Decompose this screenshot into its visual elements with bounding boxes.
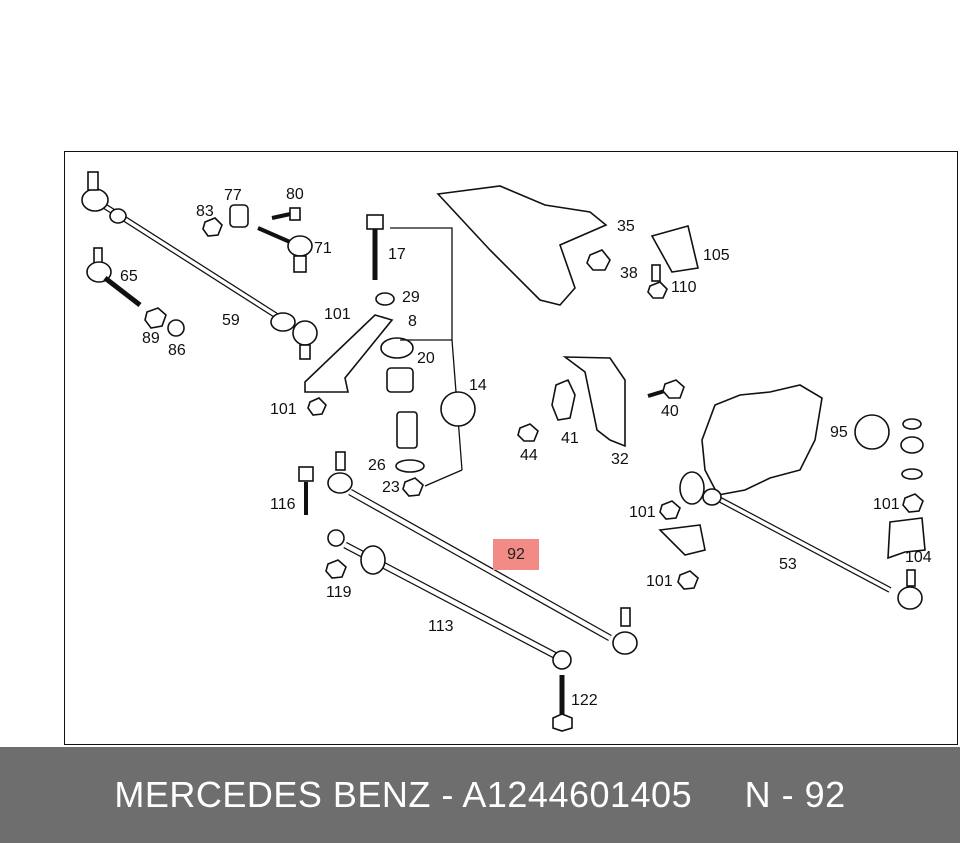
tie-rod-59 bbox=[81, 171, 296, 332]
center-rods bbox=[298, 451, 638, 732]
callout-14: 14 bbox=[469, 377, 487, 394]
callout-80: 80 bbox=[286, 186, 304, 203]
callout-65: 65 bbox=[120, 268, 138, 285]
callout-26: 26 bbox=[368, 457, 386, 474]
bracket-105 bbox=[647, 225, 699, 299]
callout-83: 83 bbox=[196, 203, 214, 220]
bracket-35 bbox=[436, 185, 611, 306]
callout-101-bottom: 101 bbox=[646, 573, 673, 590]
highlighted-part-label: 92 bbox=[507, 545, 525, 563]
callout-38: 38 bbox=[620, 265, 638, 282]
callout-35: 35 bbox=[617, 218, 635, 235]
callout-89: 89 bbox=[142, 330, 160, 347]
callout-53: 53 bbox=[779, 556, 797, 573]
callout-17: 17 bbox=[388, 246, 406, 263]
small-fasteners bbox=[144, 204, 301, 337]
callout-113: 113 bbox=[428, 618, 454, 635]
callout-95: 95 bbox=[830, 424, 848, 441]
callout-101-right: 101 bbox=[873, 496, 900, 513]
callout-86: 86 bbox=[168, 342, 186, 359]
right-side-parts bbox=[854, 414, 926, 560]
callout-20: 20 bbox=[417, 350, 435, 367]
callout-29: 29 bbox=[402, 289, 420, 306]
callout-105: 105 bbox=[703, 247, 730, 264]
part-number-footer: MERCEDES BENZ - A1244601405 N - 92 bbox=[0, 747, 960, 843]
callout-101-mid: 101 bbox=[629, 504, 656, 521]
callout-101-top: 101 bbox=[324, 306, 351, 323]
callout-40: 40 bbox=[661, 403, 679, 420]
callout-32: 32 bbox=[611, 451, 629, 468]
idler-arm-assembly bbox=[304, 214, 476, 497]
part-number-text: MERCEDES BENZ - A1244601405 N - 92 bbox=[114, 774, 846, 815]
ball-joint-71 bbox=[257, 226, 313, 273]
ball-joint-near-59 bbox=[292, 320, 318, 360]
callout-23: 23 bbox=[382, 479, 400, 496]
bracket-32 bbox=[517, 356, 685, 448]
callout-116: 116 bbox=[270, 496, 296, 513]
callout-119: 119 bbox=[326, 584, 352, 601]
callout-110: 110 bbox=[671, 279, 697, 296]
steering-gearbox bbox=[658, 384, 923, 610]
callout-41: 41 bbox=[561, 430, 579, 447]
callout-8: 8 bbox=[408, 313, 417, 330]
callout-122: 122 bbox=[571, 692, 598, 709]
callout-59: 59 bbox=[222, 312, 240, 329]
callout-104: 104 bbox=[905, 549, 932, 566]
callout-71: 71 bbox=[314, 240, 332, 257]
callout-44: 44 bbox=[520, 447, 538, 464]
callout-101-left: 101 bbox=[270, 401, 297, 418]
highlighted-part-marker bbox=[493, 539, 539, 570]
ball-joint-65 bbox=[86, 247, 142, 307]
diagram-frame bbox=[64, 151, 958, 745]
callout-77: 77 bbox=[224, 187, 242, 204]
